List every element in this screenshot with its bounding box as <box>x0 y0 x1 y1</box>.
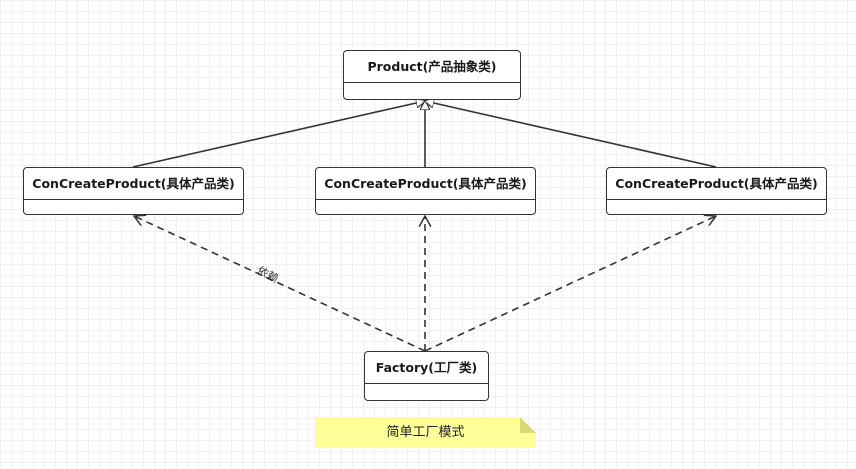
concrete-product-box-1[interactable]: ConCreateProduct(具体产品类) <box>23 167 244 215</box>
concrete-product-name-3: ConCreateProduct(具体产品类) <box>607 168 826 200</box>
concrete-product-body-1 <box>24 200 243 214</box>
factory-class-box[interactable]: Factory(工厂类) <box>364 351 489 401</box>
inheritance-line-right <box>425 101 717 168</box>
concrete-product-box-2[interactable]: ConCreateProduct(具体产品类) <box>315 167 536 215</box>
concrete-product-body-2 <box>316 200 535 214</box>
concrete-product-box-3[interactable]: ConCreateProduct(具体产品类) <box>606 167 827 215</box>
concrete-product-name-2: ConCreateProduct(具体产品类) <box>316 168 535 200</box>
concrete-product-body-3 <box>607 200 826 214</box>
note-text: 简单工厂模式 <box>386 425 465 440</box>
product-class-name: Product(产品抽象类) <box>344 51 520 83</box>
dependency-line-left <box>134 216 426 352</box>
product-class-body <box>344 83 520 99</box>
inheritance-line-left <box>132 101 425 168</box>
factory-class-body <box>365 384 488 400</box>
concrete-product-name-1: ConCreateProduct(具体产品类) <box>24 168 243 200</box>
product-class-box[interactable]: Product(产品抽象类) <box>343 50 521 100</box>
note-box[interactable] <box>315 417 536 448</box>
dependency-line-right <box>424 216 716 352</box>
factory-class-name: Factory(工厂类) <box>365 352 488 384</box>
